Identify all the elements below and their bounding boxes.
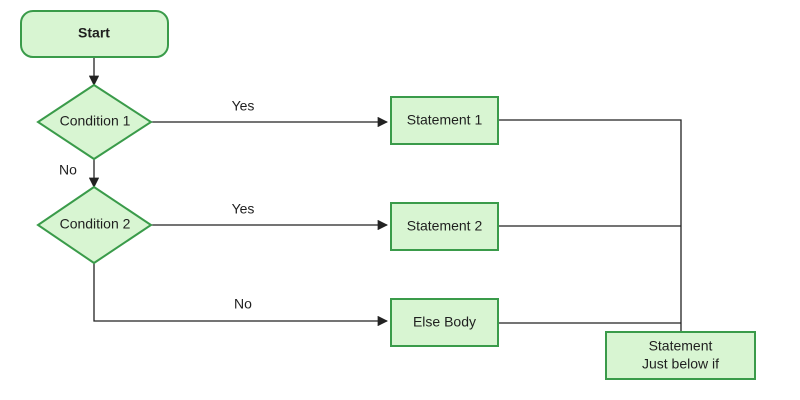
condition1-decision: Condition 1 <box>36 83 153 161</box>
after-if-box <box>605 331 756 380</box>
condition1-label: Condition 1 <box>60 113 131 129</box>
else-body-node: Else Body <box>390 298 499 347</box>
statement1-node: Statement 1 <box>390 96 499 145</box>
condition2-decision: Condition 2 <box>36 185 153 265</box>
after-if-label-line1: Statement <box>649 338 713 354</box>
after-if-label-line2: Just below if <box>642 356 719 372</box>
start-node: Start <box>20 10 169 58</box>
after-if-node: Statement Just below if <box>605 331 756 380</box>
start-box <box>20 10 169 58</box>
condition1-yes-label: Yes <box>232 98 255 114</box>
condition2-yes-label: Yes <box>232 201 255 217</box>
statement1-box <box>390 96 499 145</box>
condition1-diamond <box>36 83 153 161</box>
statement2-node: Statement 2 <box>390 202 499 251</box>
condition1-no-label: No <box>59 162 77 178</box>
condition2-no-label: No <box>234 296 252 312</box>
else-body-label: Else Body <box>413 314 476 330</box>
statement1-merge-line <box>498 119 682 332</box>
statement2-label: Statement 2 <box>407 218 483 234</box>
statement1-label: Statement 1 <box>407 112 483 128</box>
start-label: Start <box>78 25 110 41</box>
else-body-box <box>390 298 499 347</box>
condition2-label: Condition 2 <box>60 216 131 232</box>
statement2-box <box>390 202 499 251</box>
condition2-diamond <box>36 185 153 265</box>
condition2-no-arrow <box>93 263 389 327</box>
